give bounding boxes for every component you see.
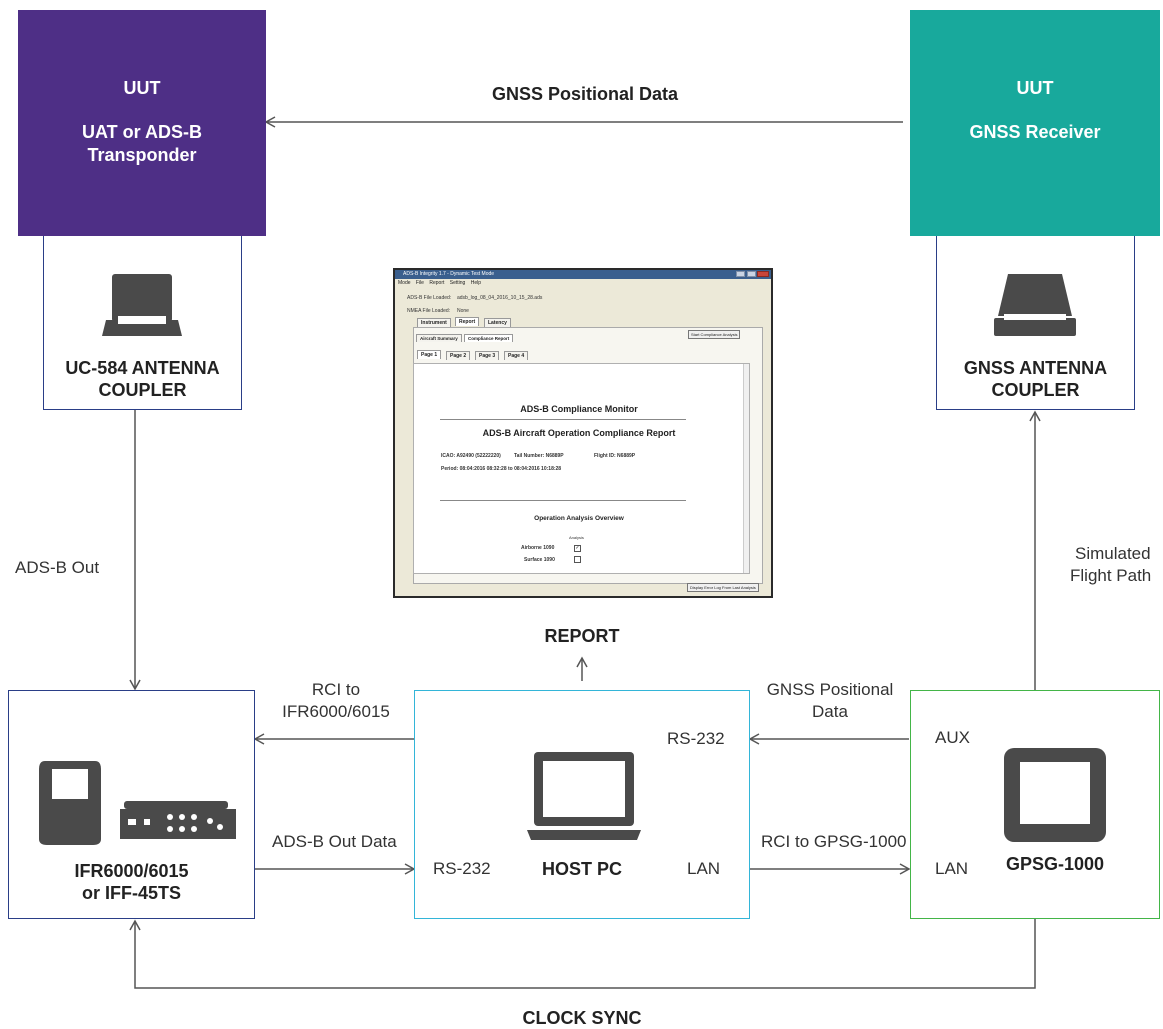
arrow-clock-sync xyxy=(129,919,1036,989)
uut-transponder-block xyxy=(18,10,266,236)
app-window: ADS-B Integrity 1.7 - Dynamic Test Mode … xyxy=(395,270,771,596)
gpsg-port-aux: AUX xyxy=(935,728,970,747)
gpsg-1000-label: GPSG-1000 xyxy=(1005,854,1105,874)
ifr-line2: or IFF-45TS xyxy=(81,883,181,903)
overview-title: Operation Analysis Overview xyxy=(534,515,624,522)
uut-left-line1: UUT xyxy=(123,78,161,98)
adsb-file-value: adsb_log_08_04_2016_10_15_28.ads xyxy=(457,295,543,301)
tail-number-value: Tail Number: N6889P xyxy=(514,453,564,459)
window-titlebar: ADS-B Integrity 1.7 - Dynamic Test Mode xyxy=(395,270,771,279)
subtab-compliance-report[interactable]: Compliance Report xyxy=(464,334,514,342)
simulated-line1: Simulated xyxy=(1075,544,1151,563)
gnss-positional-data-top-label: GNSS Positional Data xyxy=(491,84,679,104)
host-port-lan: LAN xyxy=(687,859,721,878)
gnss-pos-line1: GNSS Positional xyxy=(766,680,894,699)
uc584-coupler-label: UC-584 ANTENNA COUPLER xyxy=(43,357,242,401)
host-port-rs232-right: RS-232 xyxy=(667,729,725,748)
period-value: Period: 08:04:2016 08:32:28 to 08:04:201… xyxy=(441,466,562,472)
close-button[interactable] xyxy=(757,271,769,277)
monitor-title: ADS-B Compliance Monitor xyxy=(520,404,638,414)
icao-value: ICAO: A92490 (52222220) xyxy=(441,453,501,459)
rci-to-ifr-label: RCI to IFR6000/6015 xyxy=(268,679,404,723)
minimize-button[interactable] xyxy=(736,271,745,277)
gnss-coupler-line1: GNSS ANTENNA xyxy=(963,358,1108,378)
adsb-out-data-label: ADS-B Out Data xyxy=(272,832,397,851)
menu-report[interactable]: Report xyxy=(429,280,445,286)
handheld-test-set-icon xyxy=(39,761,101,845)
gnss-positional-data-label: GNSS Positional Data xyxy=(760,679,900,723)
menu-mode[interactable]: Mode xyxy=(398,280,411,286)
ifr-test-set-label: IFR6000/6015 or IFF-45TS xyxy=(8,860,255,904)
nmea-file-label: NMEA File Loaded: xyxy=(407,308,451,314)
tab-report[interactable]: Report xyxy=(455,317,480,326)
uut-gnss-receiver-block xyxy=(910,10,1160,236)
divider-bottom xyxy=(440,500,686,501)
analysis-header: Analysis xyxy=(569,535,584,540)
page-tab-2[interactable]: Page 2 xyxy=(446,351,471,360)
menu-file[interactable]: File xyxy=(415,280,424,286)
uut-right-line1: UUT xyxy=(1016,78,1054,98)
display-error-log-button[interactable]: Display Error Log From Last Analysis xyxy=(687,583,759,592)
report-title: ADS-B Aircraft Operation Compliance Repo… xyxy=(482,428,676,438)
host-pc-label: HOST PC xyxy=(541,859,622,879)
rci-to-ifr-line2: IFR6000/6015 xyxy=(282,702,390,721)
laptop-icon xyxy=(527,752,641,840)
tab-instrument[interactable]: Instrument xyxy=(417,318,451,327)
ifr-line1: IFR6000/6015 xyxy=(74,861,189,881)
antenna-coupler-icon-right xyxy=(994,274,1076,336)
rci-to-gpsg-label: RCI to GPSG-1000 xyxy=(761,832,907,851)
compliance-report-screenshot: ADS-B Integrity 1.7 - Dynamic Test Mode … xyxy=(393,268,773,598)
airborne-checkbox[interactable]: ✓ xyxy=(574,545,581,552)
adsb-file-label: ADS-B File Loaded: xyxy=(407,295,452,301)
nmea-file-value: None xyxy=(457,308,469,314)
page-tab-3[interactable]: Page 3 xyxy=(475,351,500,360)
airborne-1090-label: Airborne 1090 xyxy=(521,545,555,551)
gnss-pos-line2: Data xyxy=(812,702,848,721)
subtab-aircraft-summary[interactable]: Aircraft Summary xyxy=(416,334,462,342)
menu-setting[interactable]: Setting xyxy=(449,280,466,286)
tab-latency[interactable]: Latency xyxy=(484,318,511,327)
report-scrollbar[interactable] xyxy=(743,364,749,573)
uut-left-line3: Transponder xyxy=(87,145,197,165)
antenna-coupler-icon xyxy=(102,274,182,336)
gnss-coupler-line2: COUPLER xyxy=(991,380,1080,400)
uut-transponder-label: UUT UAT or ADS-B Transponder xyxy=(18,77,266,167)
report-label: REPORT xyxy=(544,626,620,646)
rci-to-ifr-line1: RCI to xyxy=(311,680,361,699)
divider-top xyxy=(440,419,686,420)
uc584-line2: COUPLER xyxy=(98,380,187,400)
surface-1090-label: Surface 1090 xyxy=(524,557,555,563)
maximize-button[interactable] xyxy=(747,271,756,277)
adsb-out-label: ADS-B Out xyxy=(15,558,100,577)
gnss-coupler-label: GNSS ANTENNA COUPLER xyxy=(936,357,1135,401)
gps-simulator-icon xyxy=(1004,748,1106,842)
uc584-line1: UC-584 ANTENNA xyxy=(65,358,220,378)
menu-bar: Mode File Report Setting Help xyxy=(395,279,771,287)
uut-left-line2: UAT or ADS-B xyxy=(82,122,202,142)
uut-right-line2: GNSS Receiver xyxy=(969,122,1101,142)
surface-checkbox[interactable] xyxy=(574,556,581,563)
start-compliance-analysis-button[interactable]: Start Compliance Analysis xyxy=(688,330,741,339)
uut-gnss-label: UUT GNSS Receiver xyxy=(910,77,1160,144)
gpsg-port-lan: LAN xyxy=(935,859,969,878)
page-tab-4[interactable]: Page 4 xyxy=(504,351,529,360)
rack-test-set-icon xyxy=(120,801,236,839)
page-tab-1[interactable]: Page 1 xyxy=(417,350,442,359)
menu-help[interactable]: Help xyxy=(470,280,482,286)
flight-id-value: Flight ID: N6889P xyxy=(594,453,636,459)
simulated-flight-path-label: Simulated Flight Path xyxy=(1070,543,1151,587)
host-port-rs232-left: RS-232 xyxy=(433,859,491,878)
window-title: ADS-B Integrity 1.7 - Dynamic Test Mode xyxy=(403,271,495,277)
report-page: ADS-B Compliance Monitor ADS-B Aircraft … xyxy=(413,363,750,574)
simulated-line2: Flight Path xyxy=(1070,566,1152,585)
clock-sync-label: CLOCK SYNC xyxy=(522,1008,642,1028)
